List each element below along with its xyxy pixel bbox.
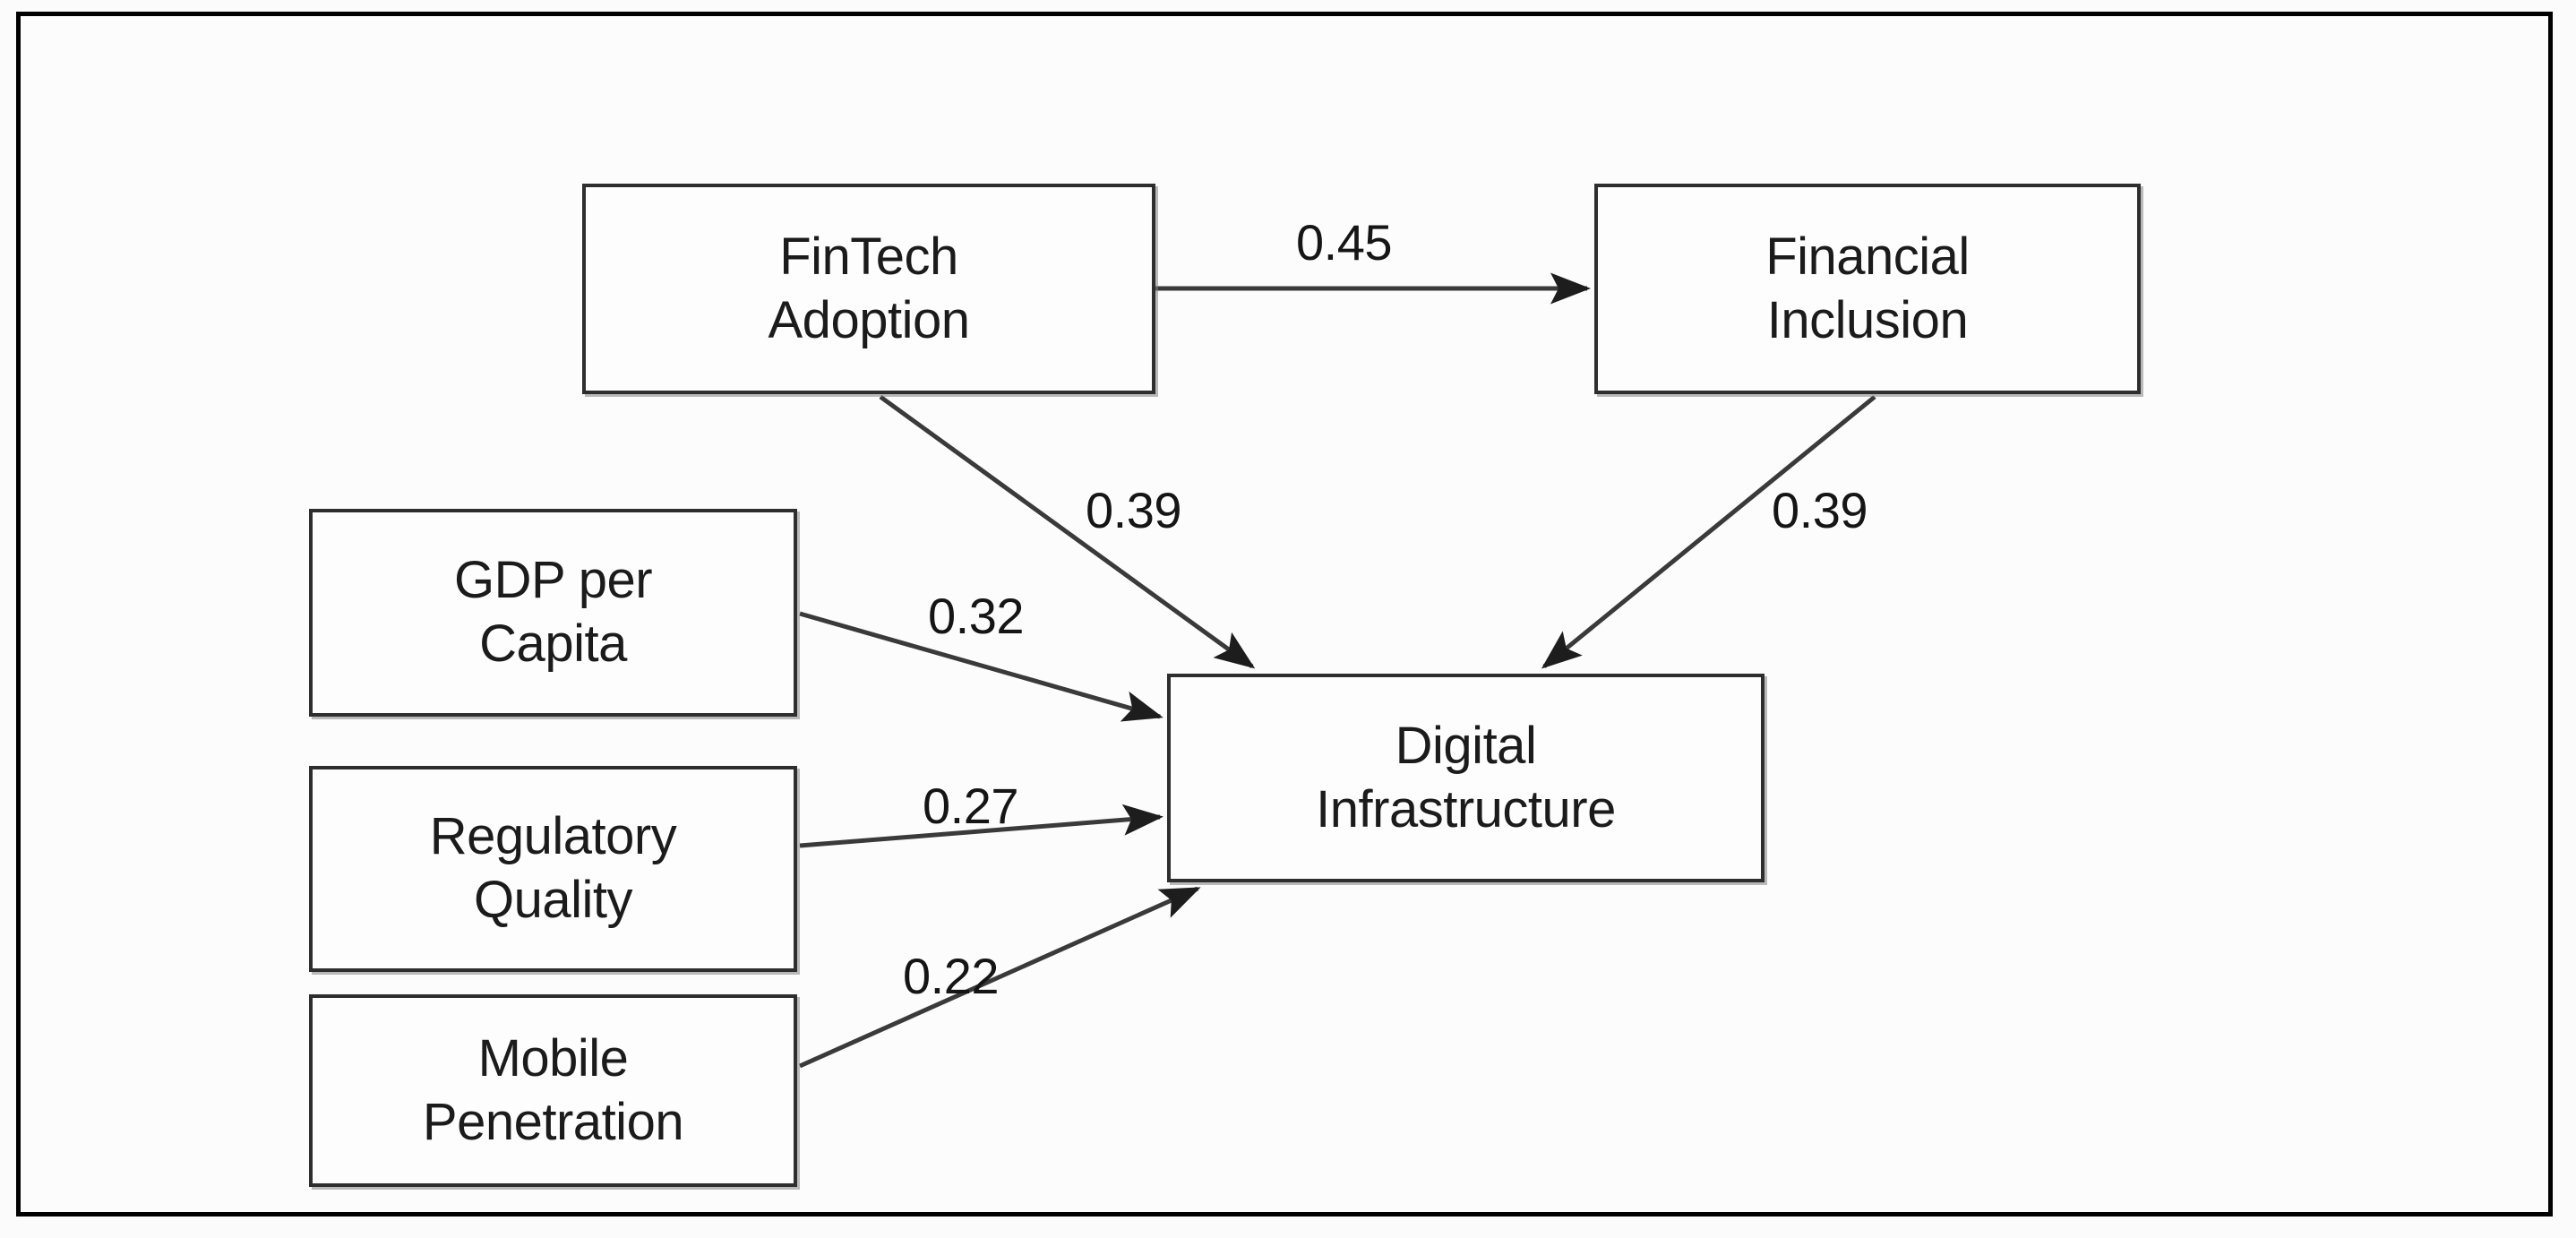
- node-digital_infrastructure[interactable]: Digital Infrastructure: [1167, 674, 1765, 882]
- node-label-mobile_penetration: Mobile Penetration: [422, 1028, 684, 1151]
- node-gdp_per_capita[interactable]: GDP per Capita: [309, 509, 797, 717]
- edge-coefficient-e4: 0.32: [928, 588, 1025, 644]
- node-financial_inclusion[interactable]: Financial Inclusion: [1594, 184, 2141, 394]
- edge-coefficient-e2: 0.39: [1086, 482, 1182, 538]
- edge-coefficient-e1: 0.45: [1296, 214, 1393, 271]
- node-mobile_penetration[interactable]: Mobile Penetration: [309, 994, 797, 1187]
- node-label-financial_inclusion: Financial Inclusion: [1765, 227, 1970, 349]
- node-label-fintech_adoption: FinTech Adoption: [768, 227, 970, 349]
- edge-coefficient-e3: 0.39: [1772, 482, 1868, 538]
- node-label-regulatory_quality: Regulatory Quality: [429, 807, 677, 929]
- node-label-digital_infrastructure: Digital Infrastructure: [1316, 716, 1616, 838]
- node-fintech_adoption[interactable]: FinTech Adoption: [582, 184, 1155, 394]
- node-regulatory_quality[interactable]: Regulatory Quality: [309, 766, 797, 972]
- edge-coefficient-e6: 0.22: [903, 948, 1000, 1004]
- node-label-gdp_per_capita: GDP per Capita: [453, 551, 653, 673]
- edge-coefficient-e5: 0.27: [923, 778, 1019, 834]
